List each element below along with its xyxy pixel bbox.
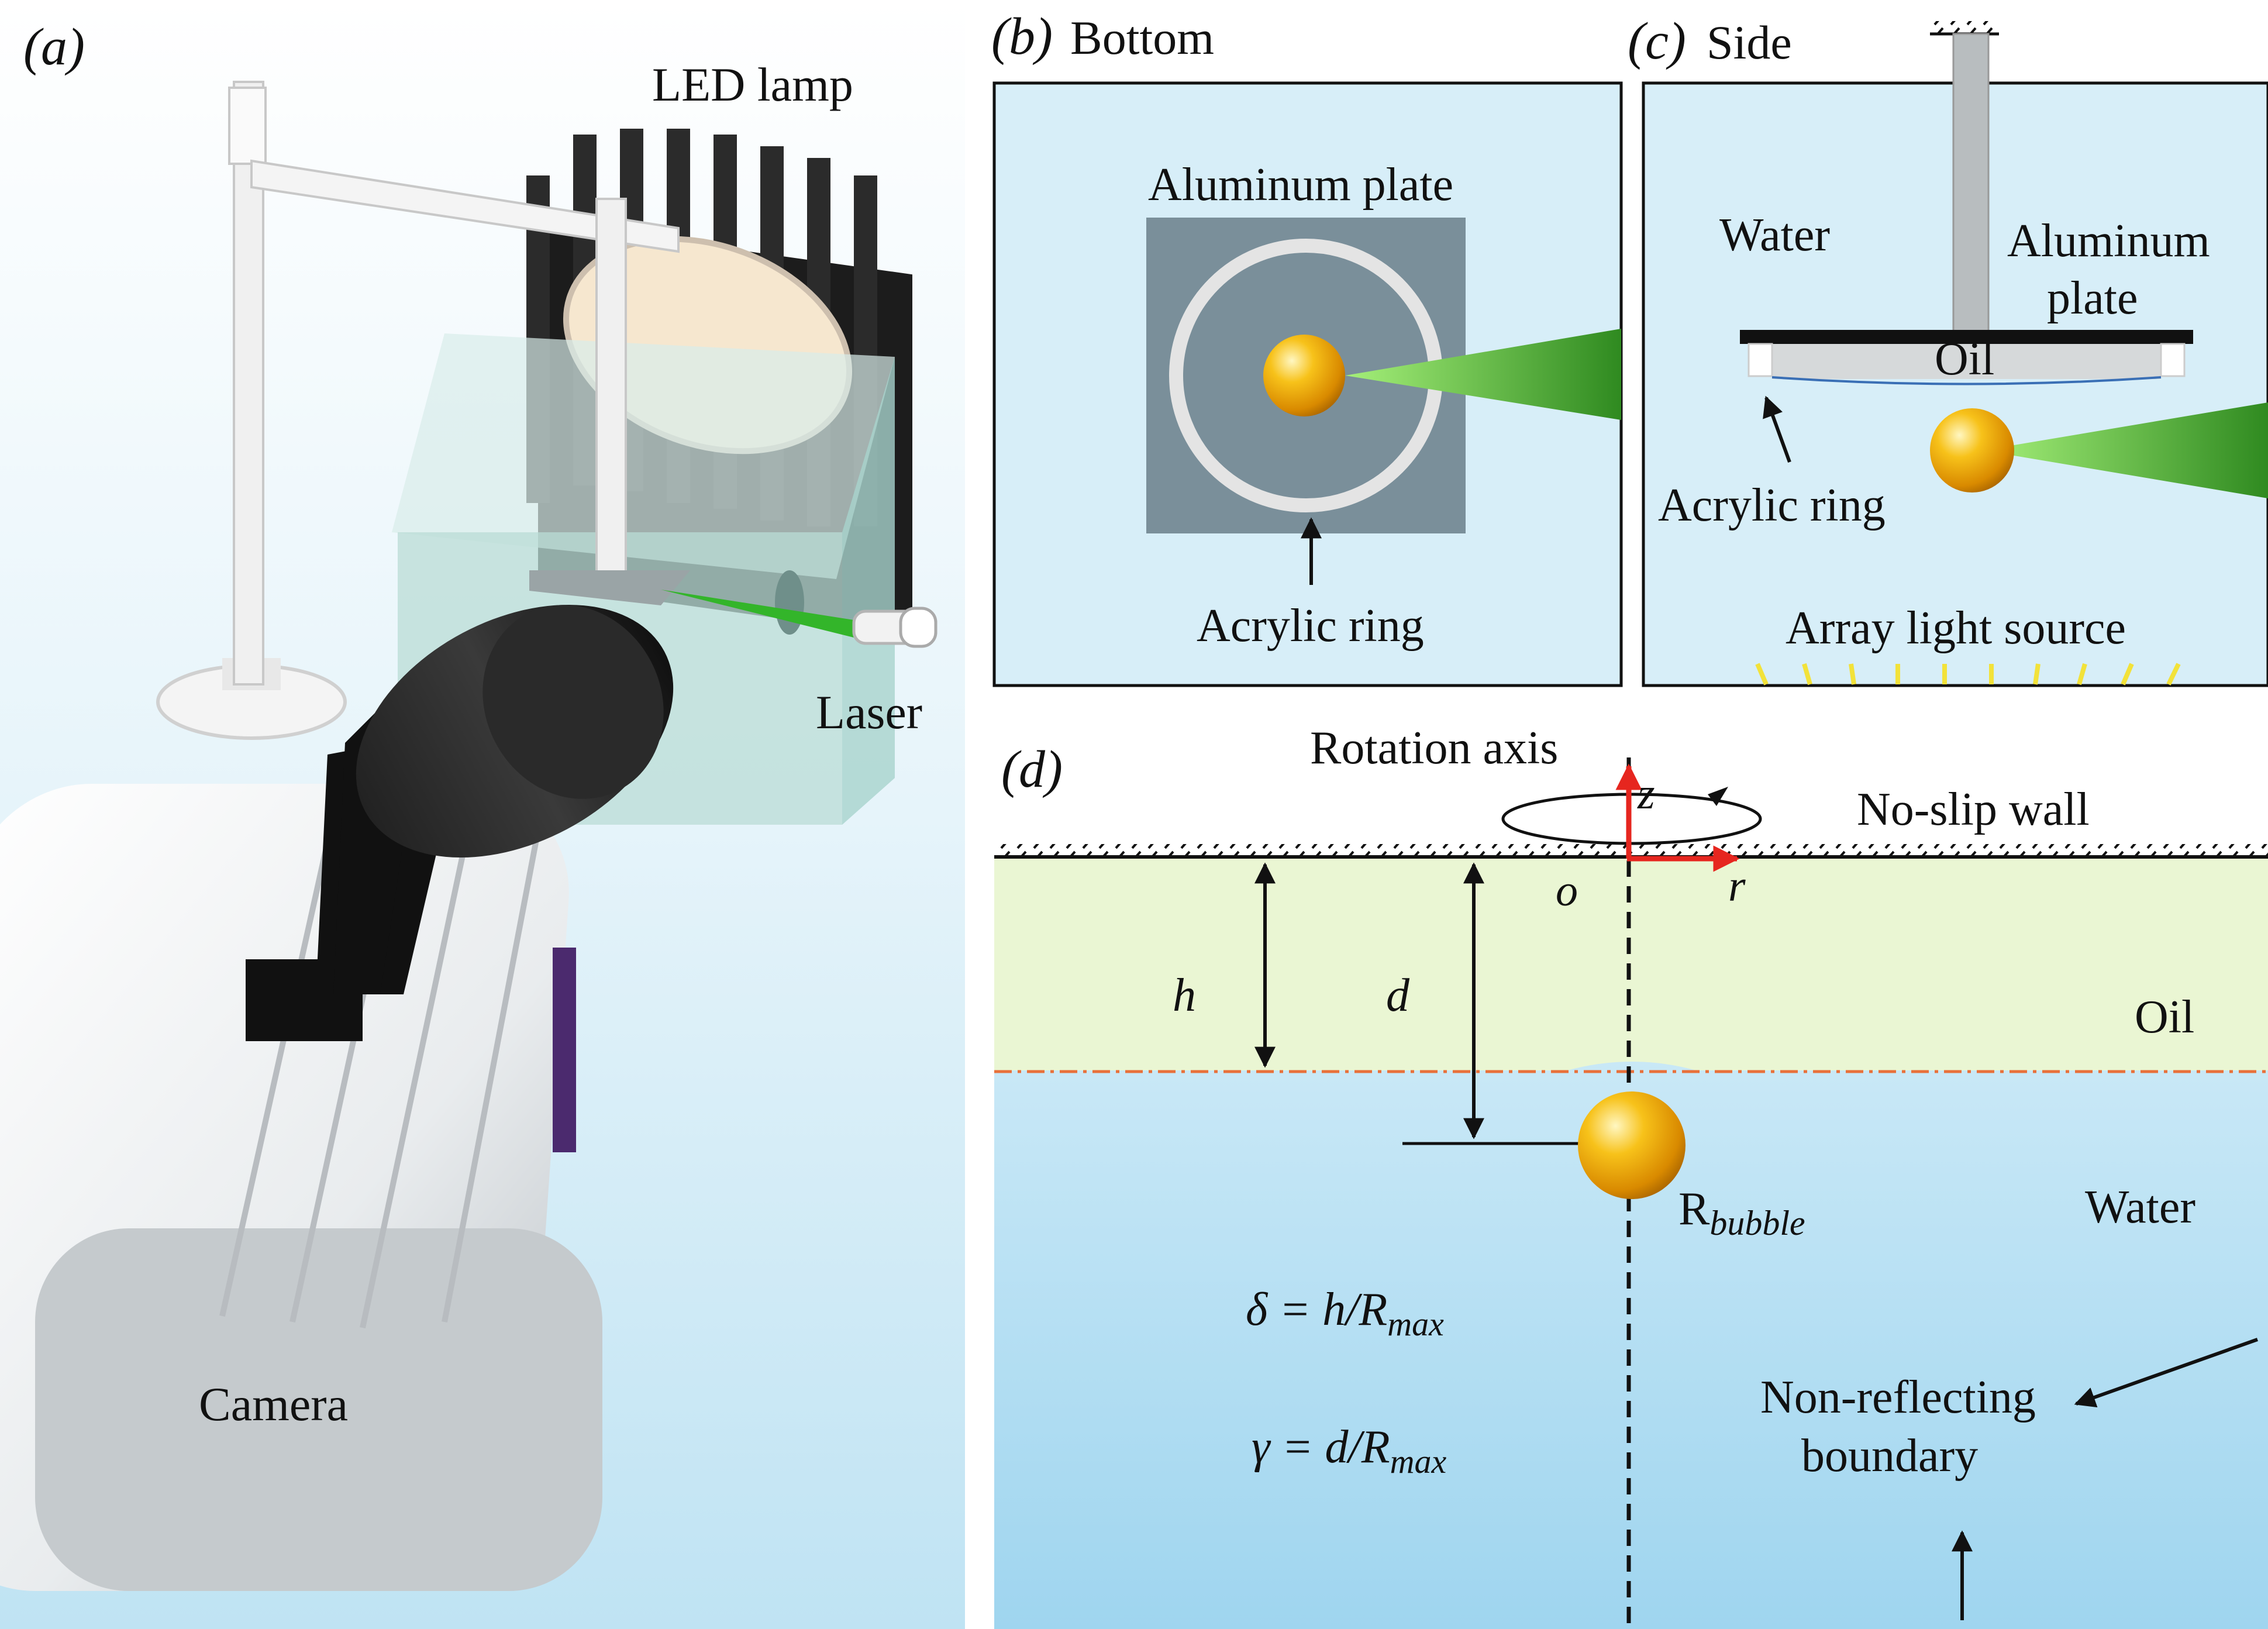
water-label-d: Water <box>2085 1182 2195 1233</box>
oil-label-c: Oil <box>1935 333 1994 385</box>
oil-water-interface-c <box>1771 376 2162 385</box>
panel-d: (d) Rotation axis No-slip wall z r o h d… <box>994 722 2268 1629</box>
rotation-axis-label: Rotation axis <box>1310 722 1558 774</box>
led-lamp-label: LED lamp <box>652 58 853 111</box>
non-reflecting-arrow-side <box>2074 1338 2259 1408</box>
rotation-arrow-head <box>1708 787 1728 806</box>
r-label: r <box>1728 862 1746 911</box>
origin-label: o <box>1556 866 1578 915</box>
acrylic-ring-left <box>1747 343 1773 377</box>
laser-label: Laser <box>816 686 922 739</box>
bubble-d <box>1578 1091 1686 1199</box>
water-label-c: Water <box>1719 209 1830 261</box>
acrylic-ring-label-c: Acrylic ring <box>1658 480 1886 531</box>
no-slip-wall-label: No-slip wall <box>1857 784 2090 835</box>
stand <box>156 81 690 740</box>
camera-label: Camera <box>199 1377 348 1431</box>
acrylic-ring-right <box>2160 343 2186 377</box>
acrylic-ring-arrow-c <box>1763 395 1791 463</box>
laser-beam-b <box>1345 329 1621 420</box>
d-label: d <box>1386 970 1410 1021</box>
gamma-equation-lhs: γ = d/R <box>1252 1421 1390 1473</box>
gamma-equation: γ = d/Rmax <box>1252 1421 1446 1480</box>
array-light-label: Array light source <box>1786 602 2126 654</box>
r-bubble-main: R <box>1678 1183 1710 1235</box>
array-light-rays <box>1755 663 2181 686</box>
delta-equation-lhs: δ = h/R <box>1246 1284 1387 1335</box>
aluminum-plate-label-b: Aluminum plate <box>1148 159 1453 211</box>
r-bubble-sub: bubble <box>1709 1204 1805 1242</box>
panel-c-tag: (c) <box>1628 12 1686 70</box>
panel-a-tag: (a) <box>23 18 85 76</box>
z-label: z <box>1637 769 1655 818</box>
non-reflecting-label-1: Non-reflecting <box>1760 1372 2036 1423</box>
bubble-b <box>1263 335 1345 416</box>
panel-d-tag: (d) <box>1001 741 1063 798</box>
gamma-equation-sub: max <box>1390 1442 1447 1480</box>
oil-region-d <box>994 857 2268 1070</box>
rotation-arrow <box>1501 793 1762 845</box>
panel-a: (a) LED lamp Laser Camera <box>0 0 965 1629</box>
panel-b-tag: (b) <box>991 8 1053 66</box>
oil-label-d: Oil <box>2135 991 2194 1043</box>
panel-b-view-label: Bottom <box>1070 11 1214 64</box>
laser-beam-c <box>1983 402 2268 498</box>
support-rod <box>1952 33 1990 333</box>
panel-c-view-label: Side <box>1707 16 1792 69</box>
delta-equation: δ = h/Rmax <box>1246 1284 1444 1343</box>
delta-equation-sub: max <box>1387 1305 1444 1343</box>
r-bubble-label: Rbubble <box>1678 1183 1805 1242</box>
plate-label-c: plate <box>2047 273 2138 324</box>
aluminum-label-c: Aluminum <box>2007 215 2210 267</box>
camera-icon <box>0 604 674 1591</box>
aluminum-plate-bar <box>1740 330 2193 344</box>
bubble-c <box>1930 408 2014 493</box>
non-reflecting-label-2: boundary <box>1801 1430 1978 1482</box>
h-label: h <box>1173 970 1196 1021</box>
laser-icon <box>661 590 937 648</box>
panel-b: (b) Bottom Aluminum plate Acrylic ring <box>991 8 1623 687</box>
oil-layer-c <box>1772 344 2161 379</box>
acrylic-ring-label-b: Acrylic ring <box>1197 600 1424 652</box>
panel-c: (c) Side Water Aluminum plate Oil Acryli… <box>1628 12 2268 687</box>
